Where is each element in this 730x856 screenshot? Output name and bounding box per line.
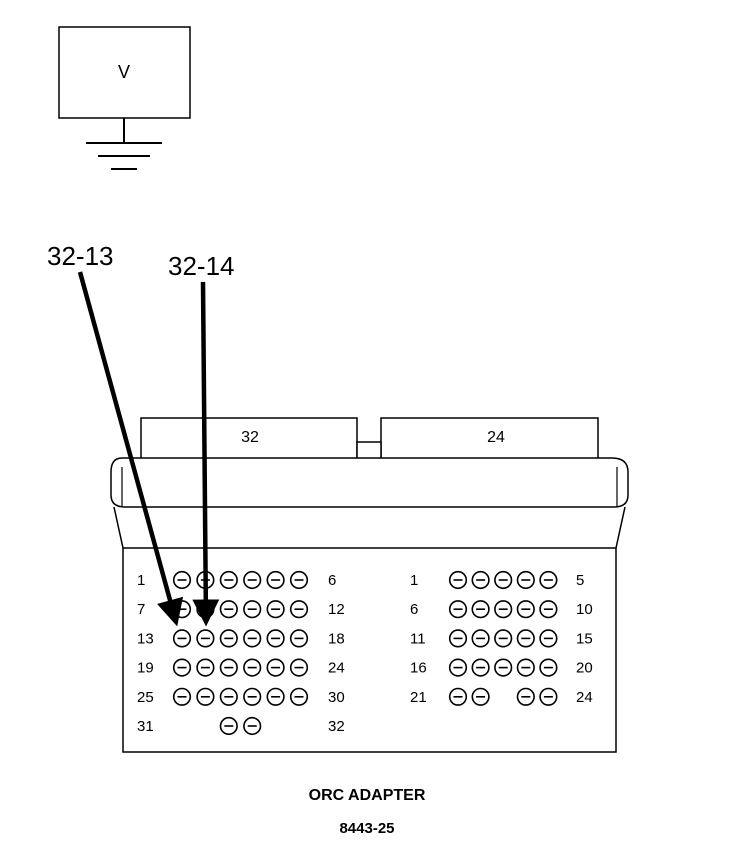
row-start-label: 16 [410, 660, 427, 677]
pin-32-27 [219, 687, 238, 706]
pin-24-19 [516, 658, 535, 677]
row-end-label: 32 [328, 718, 345, 735]
row-end-label: 10 [576, 601, 593, 618]
caption-title: ORC ADAPTER [309, 787, 426, 804]
pin-32-18 [289, 629, 309, 648]
pin-32-25 [172, 687, 192, 706]
pin-24-5 [539, 570, 558, 590]
pin-32-4 [243, 570, 262, 590]
row-end-label: 30 [328, 689, 345, 706]
voltmeter-label: V [118, 62, 130, 82]
pin-32-22 [243, 658, 262, 677]
row-end-label: 6 [328, 572, 336, 589]
pin-32-32 [243, 716, 262, 736]
row-start-label: 6 [410, 601, 418, 618]
pin-24-15 [539, 629, 558, 648]
pin-24-22 [471, 687, 490, 706]
pin-32-13 [172, 629, 192, 648]
pin-32-23 [266, 658, 285, 677]
pin-24-4 [516, 570, 535, 590]
pin-24-6 [448, 600, 468, 619]
pin-24-10 [539, 600, 558, 619]
row-start-label: 11 [410, 630, 426, 647]
pin-32-28 [243, 687, 262, 706]
pin-32-19 [172, 658, 192, 677]
row-start-label: 21 [410, 689, 427, 706]
pin-24-8 [494, 600, 513, 619]
connector-shell-24 [380, 417, 599, 461]
pin-24-2 [471, 570, 490, 590]
connector-label-24: 24 [487, 429, 505, 446]
row-start-label: 19 [137, 660, 154, 677]
connector-label-32: 32 [241, 429, 259, 446]
row-start-label: 7 [137, 601, 145, 618]
pin-24-18 [494, 658, 513, 677]
pin-32-6 [289, 570, 309, 590]
pin-32-20 [196, 658, 215, 677]
pin-32-11 [266, 600, 285, 619]
pin-24-11 [448, 629, 468, 648]
probe-label-32-14: 32-14 [168, 251, 235, 281]
caption-part-number: 8443-25 [339, 820, 394, 837]
pin-32-5 [266, 570, 285, 590]
row-start-label: 1 [137, 572, 145, 589]
row-end-label: 5 [576, 572, 584, 589]
pin-32-21 [219, 658, 238, 677]
pin-24-1 [448, 570, 468, 590]
pin-24-16 [448, 658, 468, 677]
pin-24-23 [516, 687, 535, 706]
voltmeter: V [58, 26, 191, 170]
pin-32-31 [219, 716, 238, 736]
pin-32-14 [196, 629, 215, 648]
row-end-label: 20 [576, 660, 593, 677]
row-end-label: 12 [328, 601, 345, 618]
voltmeter-box [58, 26, 191, 119]
row-start-label: 25 [137, 689, 154, 706]
row-start-label: 31 [137, 718, 154, 735]
pin-32-17 [266, 629, 285, 648]
pin-32-9 [219, 600, 238, 619]
probe-arrow-32-13 [77, 271, 184, 627]
pin-24-12 [471, 629, 490, 648]
pin-32-29 [266, 687, 285, 706]
pin-24-13 [494, 629, 513, 648]
pin-24-14 [516, 629, 535, 648]
pin-32-3 [219, 570, 238, 590]
pin-24-3 [494, 570, 513, 590]
probe-arrow-32-14 [192, 281, 220, 627]
probe-label-32-13: 32-13 [47, 241, 114, 271]
row-start-label: 13 [137, 630, 154, 647]
pin-24-17 [471, 658, 490, 677]
row-end-label: 24 [328, 660, 345, 677]
pin-24-7 [471, 600, 490, 619]
row-end-label: 24 [576, 689, 593, 706]
pin-24-21 [448, 687, 468, 706]
adapter-lip [110, 457, 629, 508]
pin-24-24 [539, 687, 558, 706]
pin-32-1 [172, 570, 192, 590]
pin-32-30 [289, 687, 309, 706]
pin-32-26 [196, 687, 215, 706]
pin-grid-32: 1 6 7 12 13 18 19 24 25 30 31 32 [137, 570, 345, 736]
row-end-label: 18 [328, 630, 345, 647]
pin-32-15 [219, 629, 238, 648]
pin-32-10 [243, 600, 262, 619]
pin-32-12 [289, 600, 309, 619]
row-end-label: 15 [576, 630, 593, 647]
pin-24-20 [539, 658, 558, 677]
pin-32-24 [289, 658, 309, 677]
row-start-label: 1 [410, 572, 418, 589]
pin-32-16 [243, 629, 262, 648]
ground-symbol [86, 118, 162, 170]
pin-24-9 [516, 600, 535, 619]
